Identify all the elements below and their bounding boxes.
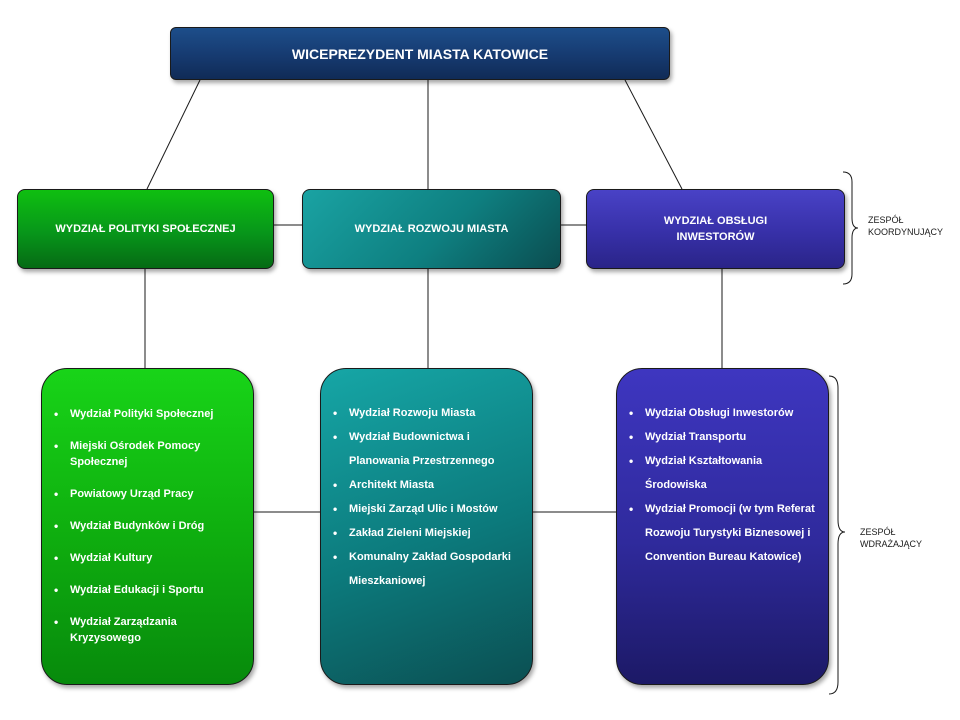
- list-item: Wydział Budownictwa i Planowania Przestr…: [333, 425, 520, 473]
- group-city-development-box: Wydział Rozwoju Miasta Wydział Budownict…: [320, 368, 533, 685]
- list-item: Wydział Budynków i Dróg: [54, 518, 241, 534]
- connector-top-to-investors: [624, 79, 683, 190]
- group-social-policy-box: Wydział Polityki Społecznej Miejski Ośro…: [41, 368, 254, 685]
- implementing-team-label-line2: WDRAŻAJĄCY: [860, 539, 923, 549]
- group-investor-service-box: Wydział Obsługi Inwestorów Wydział Trans…: [616, 368, 829, 685]
- coordinating-team-label-line2: KOORDYNUJĄCY: [868, 227, 944, 237]
- brace-implementing: [828, 375, 846, 695]
- vice-president-title: WICEPREZYDENT MIASTA KATOWICE: [291, 45, 549, 62]
- vice-president-box: WICEPREZYDENT MIASTA KATOWICE: [170, 27, 670, 80]
- department-investor-service-title-line2: INWESTORÓW: [676, 231, 755, 243]
- list-item: Komunalny Zakład Gospodarki Mieszkaniowe…: [333, 545, 520, 593]
- list-item: Zakład Zieleni Miejskiej: [333, 521, 520, 545]
- list-item: Miejski Zarząd Ulic i Mostów: [333, 497, 520, 521]
- list-item: Wydział Kształtowania Środowiska: [629, 449, 816, 497]
- list-item: Wydział Promocji (w tym Referat Rozwoju …: [629, 497, 816, 569]
- implementing-team-label-line1: ZESPÓŁ: [860, 527, 896, 537]
- brace-coordinating: [842, 171, 859, 285]
- group-investor-service-list: Wydział Obsługi Inwestorów Wydział Trans…: [629, 401, 816, 569]
- implementing-team-label: ZESPÓŁ WDRAŻAJĄCY: [860, 526, 922, 550]
- department-investor-service-box: WYDZIAŁ OBSŁUGI INWESTORÓW: [586, 189, 845, 269]
- list-item: Wydział Kultury: [54, 550, 241, 566]
- group-city-development-list: Wydział Rozwoju Miasta Wydział Budownict…: [333, 401, 520, 593]
- department-investor-service-title-line1: WYDZIAŁ OBSŁUGI: [663, 215, 768, 227]
- department-city-development-box: WYDZIAŁ ROZWOJU MIASTA: [302, 189, 561, 269]
- list-item: Wydział Edukacji i Sportu: [54, 582, 241, 598]
- connector-top-to-social: [146, 79, 201, 190]
- list-item: Wydział Zarządzania Kryzysowego: [54, 614, 241, 646]
- list-item: Wydział Transportu: [629, 425, 816, 449]
- list-item: Architekt Miasta: [333, 473, 520, 497]
- list-item: Powiatowy Urząd Pracy: [54, 486, 241, 502]
- department-city-development-title: WYDZIAŁ ROZWOJU MIASTA: [354, 223, 509, 235]
- list-item: Miejski Ośrodek Pomocy Społecznej: [54, 438, 241, 470]
- department-social-policy-box: WYDZIAŁ POLITYKI SPOŁECZNEJ: [17, 189, 274, 269]
- coordinating-team-label: ZESPÓŁ KOORDYNUJĄCY: [868, 214, 943, 238]
- coordinating-team-label-line1: ZESPÓŁ: [868, 215, 904, 225]
- list-item: Wydział Obsługi Inwestorów: [629, 401, 816, 425]
- list-item: Wydział Rozwoju Miasta: [333, 401, 520, 425]
- group-social-policy-list: Wydział Polityki Społecznej Miejski Ośro…: [54, 406, 241, 646]
- department-social-policy-title: WYDZIAŁ POLITYKI SPOŁECZNEJ: [55, 223, 236, 235]
- list-item: Wydział Polityki Społecznej: [54, 406, 241, 422]
